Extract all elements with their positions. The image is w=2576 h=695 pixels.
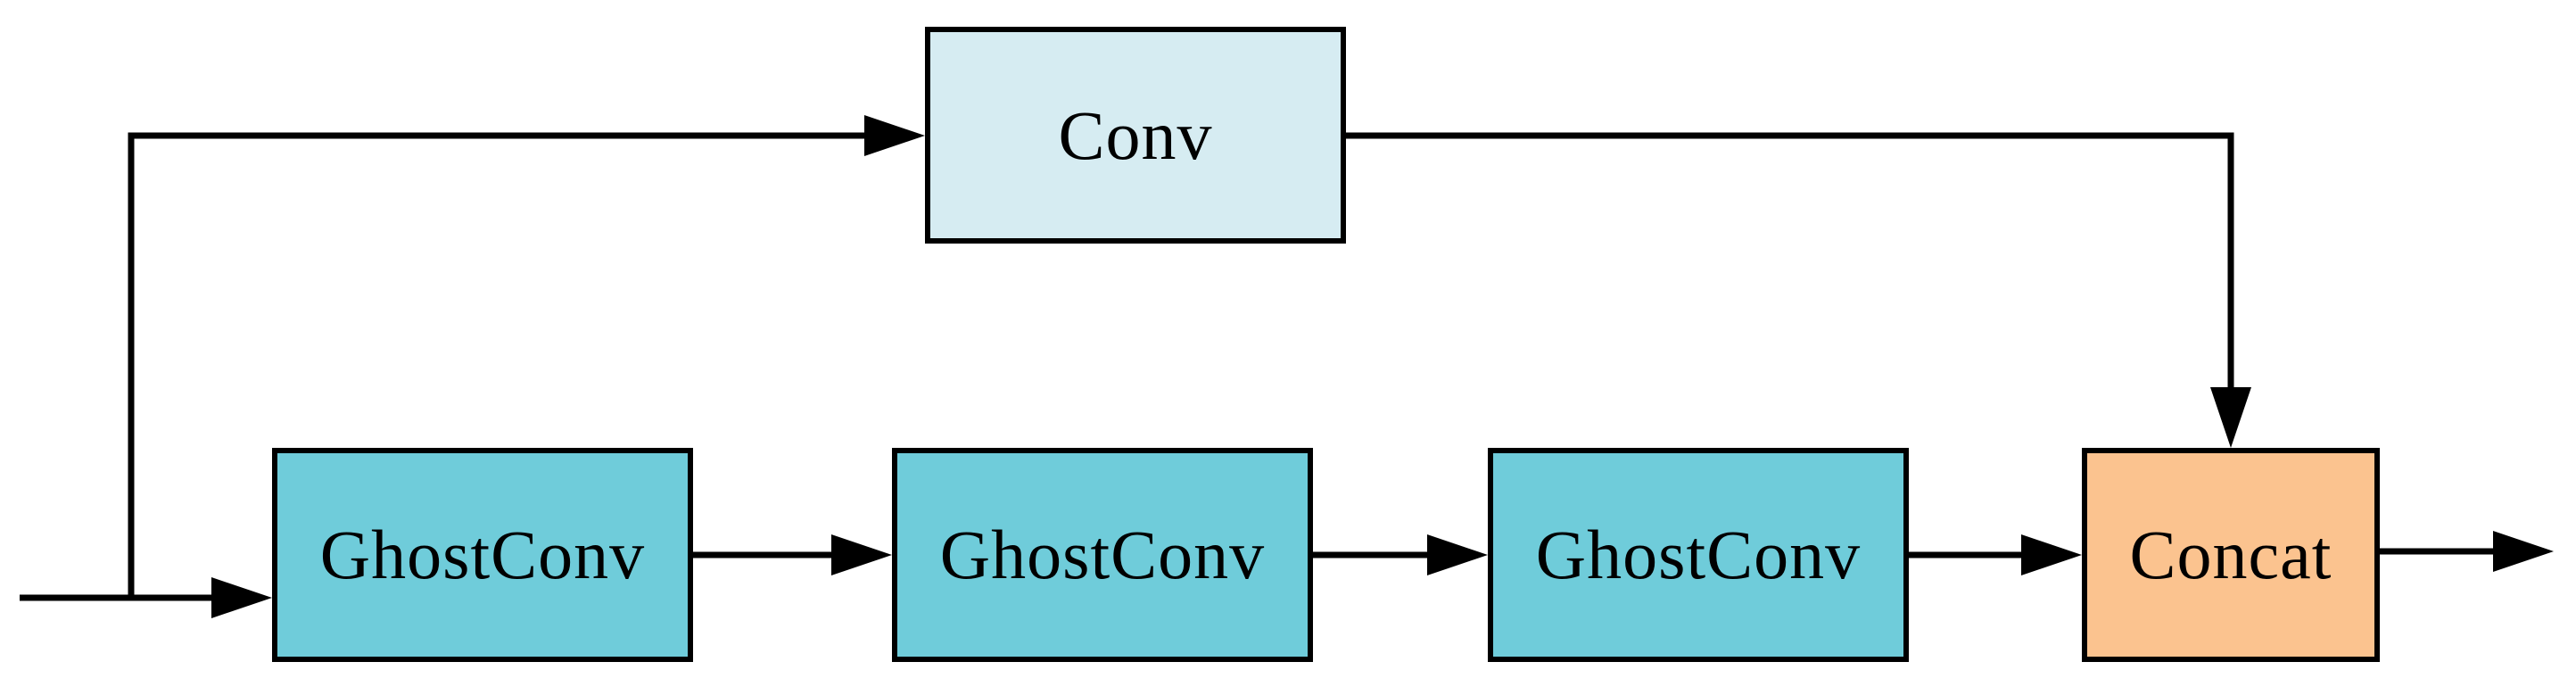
arrowhead-icon	[2493, 531, 2554, 572]
arrowhead-icon	[864, 115, 925, 156]
edge-input-conv	[128, 132, 870, 600]
node-ghostconv-2-label: GhostConv	[939, 516, 1266, 593]
edge-conv-concat	[1346, 132, 2234, 393]
node-ghostconv-2: GhostConv	[892, 448, 1313, 662]
node-concat: Concat	[2082, 448, 2380, 662]
node-conv-label: Conv	[1058, 95, 1213, 174]
node-ghostconv-1-label: GhostConv	[319, 516, 646, 593]
node-conv: Conv	[925, 27, 1346, 244]
arrowhead-icon	[831, 534, 892, 575]
node-ghostconv-1: GhostConv	[272, 448, 693, 662]
arrowhead-icon	[2021, 534, 2082, 575]
arrowhead-icon	[1427, 534, 1488, 575]
arrowhead-icon	[211, 577, 272, 618]
node-concat-label: Concat	[2129, 516, 2332, 593]
arrowhead-icon	[2210, 387, 2251, 448]
node-ghostconv-3: GhostConv	[1488, 448, 1909, 662]
node-ghostconv-3-label: GhostConv	[1535, 516, 1862, 593]
